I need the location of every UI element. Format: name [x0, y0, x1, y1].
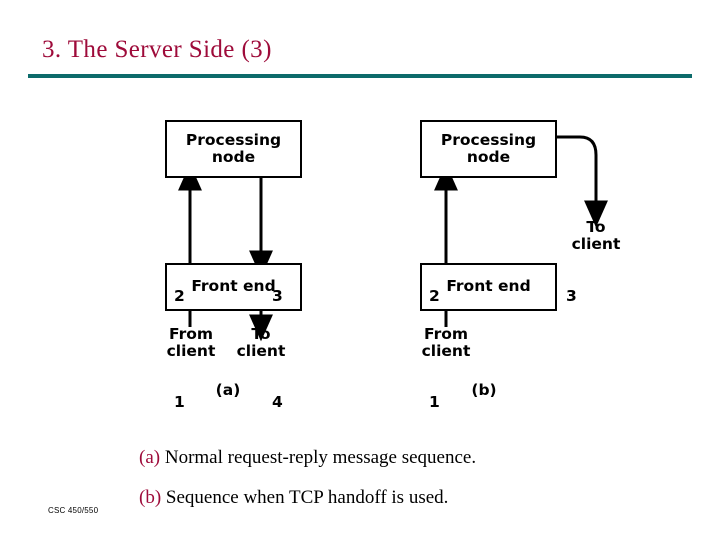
panel-a-arrow-number-1: 1	[174, 393, 185, 411]
footer-course-code: CSC 450/550	[48, 506, 99, 515]
panel-b-front-end-box: Front end	[420, 263, 557, 311]
panel-b-to-client-label: To client	[571, 218, 621, 254]
panel-b-from-client-label: From client	[421, 325, 471, 361]
panel-b-arrow-number-3: 3	[566, 287, 577, 305]
panel-a-arrow-number-3: 3	[272, 287, 283, 305]
caption-b-text: Sequence when TCP handoff is used.	[161, 487, 449, 508]
caption-b-tag: (b)	[139, 487, 162, 508]
panel-a-from-client-label: From client	[166, 325, 216, 361]
panel-a-front-end-box: Front end	[165, 263, 302, 311]
caption-a: (a) Normal request-reply message sequenc…	[139, 447, 476, 469]
panel-a-processing-node-box: Processing node	[165, 120, 302, 178]
panel-b-arrow-number-1: 1	[429, 393, 440, 411]
figure-tcp-handoff: Processing node Front end 2 3 1 4 From c…	[150, 105, 620, 411]
panel-a-arrow-number-2: 2	[174, 287, 185, 305]
caption-a-tag: (a)	[139, 447, 161, 468]
panel-a-to-client-label: To client	[236, 325, 286, 361]
title-divider	[28, 74, 692, 78]
panel-b-arrow-number-2: 2	[429, 287, 440, 305]
caption-b: (b) Sequence when TCP handoff is used.	[139, 487, 448, 509]
panel-a-caption: (a)	[215, 381, 241, 399]
figure-arrows	[178, 135, 608, 342]
caption-a-text: Normal request-reply message sequence.	[160, 447, 477, 468]
panel-b-processing-node-box: Processing node	[420, 120, 557, 178]
panel-a-arrow-number-4: 4	[272, 393, 283, 411]
panel-b-caption: (b)	[471, 381, 497, 399]
page-title: 3. The Server Side (3)	[42, 36, 272, 63]
